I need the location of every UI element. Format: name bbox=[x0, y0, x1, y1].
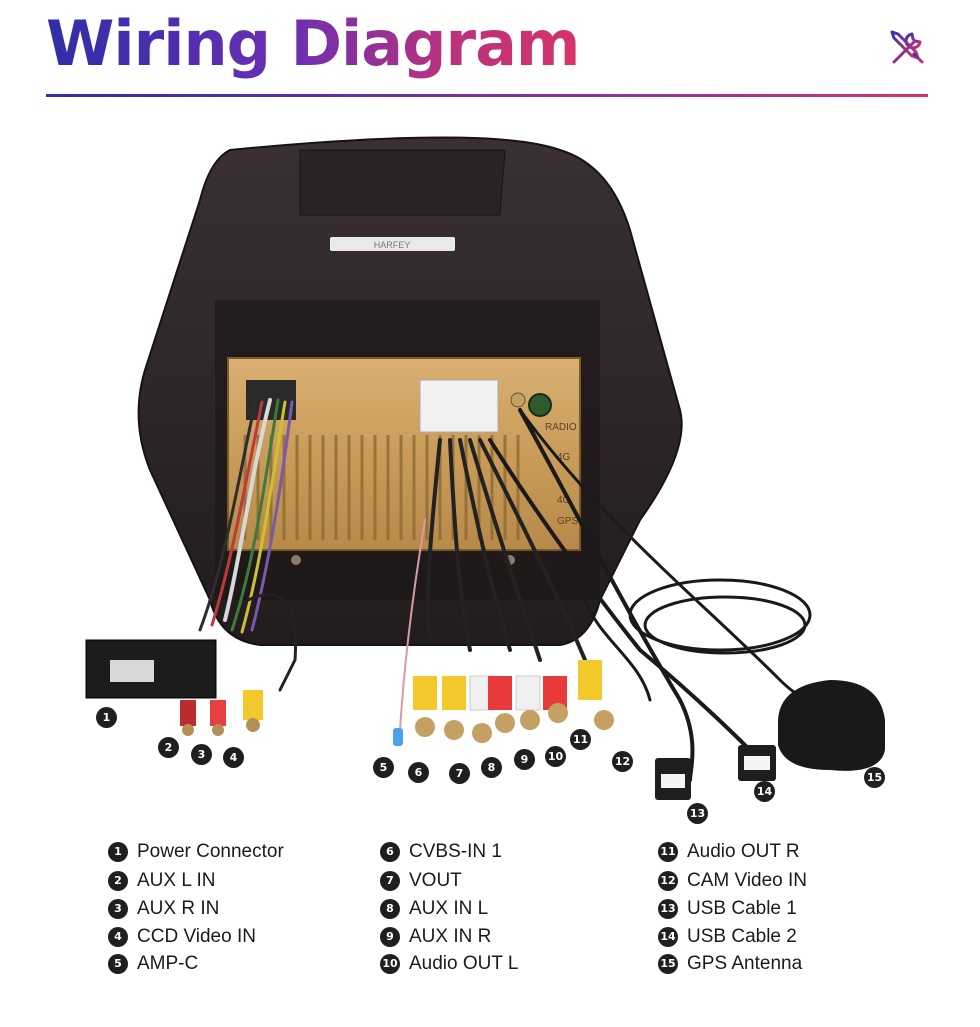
callout-2: 2 bbox=[158, 737, 179, 758]
callout-9: 9 bbox=[514, 749, 535, 770]
title-divider bbox=[46, 94, 928, 97]
callout-13: 13 bbox=[687, 803, 708, 824]
svg-text:RADIO: RADIO bbox=[545, 422, 577, 433]
callout-8: 8 bbox=[481, 757, 502, 778]
svg-text:GPS: GPS bbox=[557, 516, 578, 527]
callout-1: 1 bbox=[96, 707, 117, 728]
brand-text: HARFEY bbox=[374, 240, 411, 250]
callout-4: 4 bbox=[223, 747, 244, 768]
callout-15: 15 bbox=[864, 767, 885, 788]
callout-11: 11 bbox=[570, 729, 591, 750]
callout-3: 3 bbox=[191, 744, 212, 765]
tools-icon bbox=[890, 30, 924, 64]
brand-label bbox=[330, 237, 455, 251]
callout-7: 7 bbox=[449, 763, 470, 784]
callout-10: 10 bbox=[545, 746, 566, 767]
callout-5: 5 bbox=[373, 757, 394, 778]
svg-text:4G: 4G bbox=[557, 495, 571, 506]
callout-6: 6 bbox=[408, 762, 429, 783]
page-title: Wiring Diagram bbox=[46, 7, 581, 80]
callout-12: 12 bbox=[612, 751, 633, 772]
callout-14: 14 bbox=[754, 781, 775, 802]
svg-text:4G: 4G bbox=[557, 452, 571, 463]
